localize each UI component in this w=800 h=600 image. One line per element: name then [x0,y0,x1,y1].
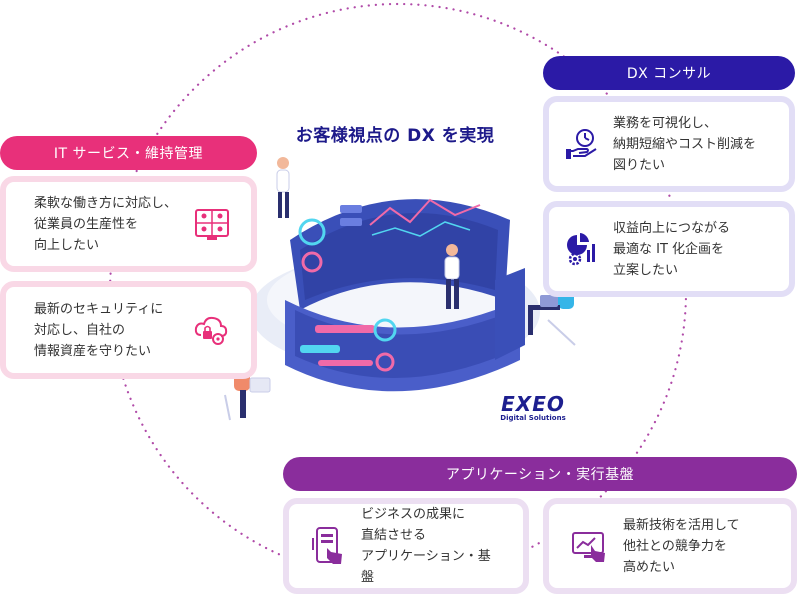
card-text: 業務を可視化し、 納期短縮やコスト削減を 図りたい [613,115,757,173]
category-application-platform: アプリケーション・実行基盤 [283,457,797,491]
card-it-security: 最新のセキュリティに 対応し、自社の 情報資産を守りたい [0,281,257,379]
card-text: 収益向上につながる 最適な IT 化企画を 立案したい [613,220,731,278]
logo-subtitle: Digital Solutions [500,414,566,422]
exeo-logo: EXEO Digital Solutions [478,392,588,422]
person-standing-top [276,157,290,218]
card-app-business-results: ビジネスの成果に 直結させる アプリケーション・基盤 [283,498,529,594]
touch-app-icon [312,527,342,564]
category-dx-consulting: DX コンサル [543,56,795,90]
hand-clock-icon [566,129,597,159]
main-title: お客様視点の DX を実現 [295,126,495,146]
card-text: 最新技術を活用して 他社との競争力を 高めたい [623,517,740,575]
card-it-flexible-work: 柔軟な働き方に対応し、 従業員の生産性を 向上したい [0,176,257,272]
person-center [444,244,460,309]
monitor-touch-icon [572,532,605,562]
card-dx-visualize-business: 業務を可視化し、 納期短縮やコスト削減を 図りたい [543,96,795,192]
cloud-lock-icon [194,316,228,345]
category-it-service: IT サービス・維持管理 [0,136,257,170]
card-dx-it-planning: 収益向上につながる 最適な IT 化企画を 立案したい [543,201,795,297]
video-conference-icon [195,209,229,240]
card-text: 柔軟な働き方に対応し、 従業員の生産性を 向上したい [34,195,178,253]
card-text: ビジネスの成果に 直結させる アプリケーション・基盤 [361,507,491,585]
card-app-competitiveness: 最新技術を活用して 他社との競争力を 高めたい [543,498,797,594]
card-text: 最新のセキュリティに 対応し、自社の 情報資産を守りたい [34,301,164,359]
chart-gear-icon [567,233,595,266]
logo-text: EXEO [501,392,565,416]
